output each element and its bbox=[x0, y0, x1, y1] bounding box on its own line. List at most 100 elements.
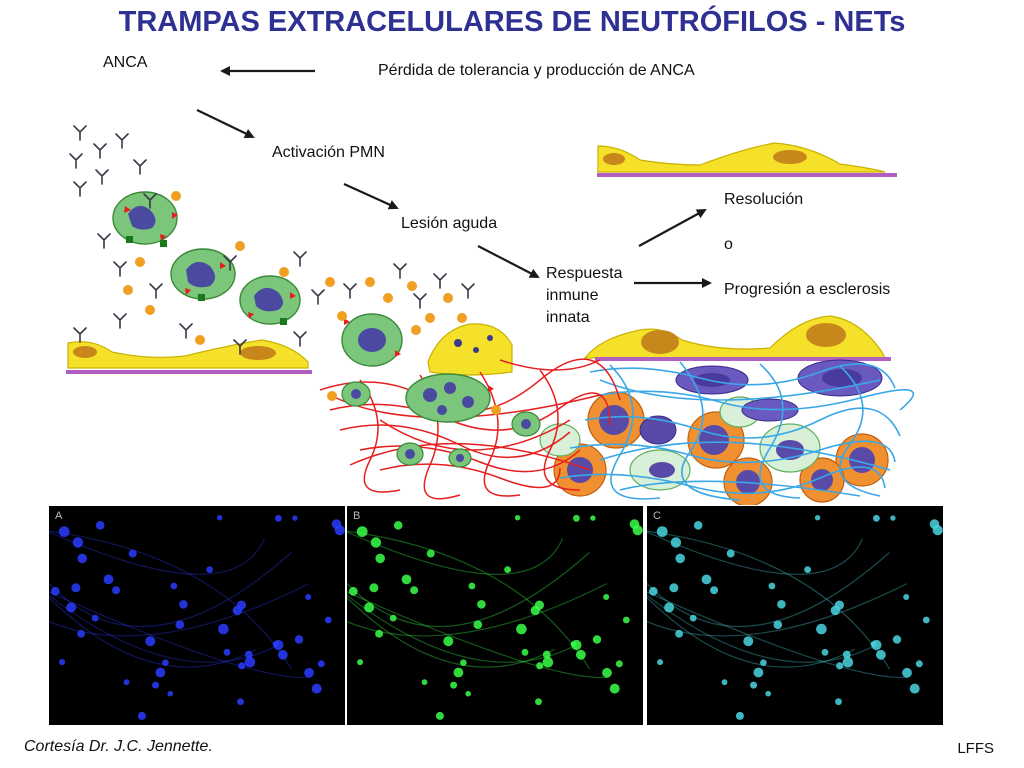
micrograph-nucleus bbox=[179, 600, 188, 609]
micrograph-nucleus bbox=[364, 602, 375, 613]
micrograph-nucleus bbox=[768, 582, 776, 590]
micrograph-nucleus bbox=[870, 641, 877, 647]
micrograph-nucleus bbox=[272, 641, 279, 647]
micrograph-nucleus bbox=[753, 667, 764, 678]
micrograph-nucleus bbox=[514, 515, 521, 521]
micrograph-nucleus bbox=[91, 614, 99, 622]
micrograph-nucleus bbox=[477, 600, 486, 609]
micrograph-nucleus bbox=[535, 698, 542, 706]
micrograph-nucleus bbox=[777, 600, 786, 609]
micrograph-nucleus bbox=[648, 586, 658, 596]
circulating-neutrophils bbox=[112, 191, 494, 392]
label-lesion-aguda: Lesión aguda bbox=[401, 215, 498, 232]
micrograph-nucleus bbox=[693, 521, 703, 530]
arrow-to-activacion bbox=[196, 109, 255, 139]
micrograph-nucleus bbox=[909, 683, 920, 694]
micrograph-fiber bbox=[49, 552, 292, 628]
micrograph-nucleus bbox=[460, 659, 467, 666]
micrograph-fiber bbox=[647, 531, 864, 575]
micrograph-nucleus bbox=[609, 683, 620, 694]
micrograph-fiber bbox=[347, 531, 564, 575]
micrograph-nucleus bbox=[304, 667, 314, 678]
micrograph-nucleus bbox=[77, 629, 85, 638]
micrograph-nucleus bbox=[311, 683, 322, 694]
micrograph-nucleus bbox=[615, 660, 623, 668]
micrograph-nucleus bbox=[175, 620, 185, 629]
micrograph-nucleus bbox=[162, 659, 169, 666]
micrograph-nucleus bbox=[443, 636, 454, 647]
micrograph-nucleus bbox=[237, 698, 244, 706]
micrograph-nucleus bbox=[216, 515, 223, 521]
micrograph-nucleus bbox=[275, 514, 282, 522]
micrograph-nucleus bbox=[167, 690, 173, 697]
micrograph-nucleus bbox=[876, 649, 886, 660]
micrograph-nucleus bbox=[137, 711, 146, 720]
micrograph-nucleus bbox=[873, 514, 880, 522]
micrograph-nucleus bbox=[542, 650, 551, 659]
micrograph-nucleus bbox=[50, 586, 60, 596]
micrograph-nucleus bbox=[465, 690, 471, 697]
micrograph-nucleus bbox=[123, 679, 130, 686]
micrograph-nucleus bbox=[760, 659, 767, 666]
micrograph-fiber bbox=[49, 530, 293, 670]
damaged-endothelial-cell bbox=[427, 323, 513, 376]
micrograph-nucleus bbox=[602, 667, 612, 678]
micrograph-nucleus bbox=[664, 602, 675, 613]
micrograph-nucleus bbox=[656, 526, 668, 537]
micrograph-a-image bbox=[49, 514, 345, 720]
micrograph-nucleus bbox=[236, 600, 246, 610]
micrograph-nucleus bbox=[721, 679, 728, 686]
micrograph-fiber bbox=[49, 583, 310, 637]
panel-letter-a: A bbox=[55, 510, 63, 522]
micrograph-nucleus bbox=[473, 620, 483, 629]
micrograph-fiber bbox=[647, 530, 891, 670]
micrograph-nucleus bbox=[743, 636, 754, 647]
arrow-to-resolucion bbox=[638, 209, 707, 247]
endothelium-right bbox=[583, 315, 891, 361]
micrograph-nucleus bbox=[835, 698, 842, 706]
micrograph-nucleus bbox=[103, 574, 114, 585]
micrograph-nucleus bbox=[401, 574, 412, 585]
micrograph-nucleus bbox=[504, 566, 511, 573]
micrograph-nucleus bbox=[836, 662, 844, 670]
panel-letter-c: C bbox=[653, 510, 661, 522]
micrograph-nucleus bbox=[773, 620, 783, 629]
label-respuesta-2: inmune bbox=[546, 287, 599, 304]
micrograph-nucleus bbox=[834, 600, 844, 610]
micrograph-nucleus bbox=[155, 667, 166, 678]
micrograph-nucleus bbox=[726, 549, 735, 558]
flow-arrows bbox=[196, 66, 712, 288]
micrograph-nucleus bbox=[357, 659, 364, 666]
endothelium-left bbox=[66, 339, 312, 374]
label-resolucion: Resolución bbox=[724, 191, 804, 208]
micrograph-nucleus bbox=[278, 649, 288, 660]
micrograph-nucleus bbox=[59, 659, 66, 666]
micrograph-nucleus bbox=[922, 616, 930, 624]
micrograph-nucleus bbox=[603, 594, 610, 600]
micrograph-nucleus bbox=[765, 690, 771, 697]
micrograph-fiber bbox=[647, 552, 890, 628]
micrograph-nucleus bbox=[128, 549, 137, 558]
micrograph-panel-a: A bbox=[49, 506, 345, 725]
micrograph-nucleus bbox=[842, 650, 851, 659]
micrograph-nucleus bbox=[534, 600, 544, 610]
micrograph-nucleus bbox=[821, 648, 829, 656]
micrograph-nucleus bbox=[735, 711, 744, 720]
micrograph-nucleus bbox=[370, 537, 382, 548]
micrograph-nucleus bbox=[393, 521, 403, 530]
micrograph-nucleus bbox=[750, 681, 758, 689]
micrograph-nucleus bbox=[389, 614, 397, 622]
micrograph-fiber bbox=[347, 591, 608, 679]
micrograph-nucleus bbox=[317, 660, 325, 668]
nets-pathogenesis-diagram bbox=[66, 66, 915, 505]
micrograph-nucleus bbox=[66, 602, 77, 613]
micrograph-nucleus bbox=[453, 667, 464, 678]
micrograph-nucleus bbox=[238, 662, 246, 670]
label-o: o bbox=[724, 236, 733, 253]
label-progresion: Progresión a esclerosis bbox=[724, 281, 891, 298]
micrograph-nucleus bbox=[58, 526, 70, 537]
micrograph-nucleus bbox=[570, 641, 577, 647]
micrograph-nucleus bbox=[521, 648, 529, 656]
micrograph-nucleus bbox=[536, 662, 544, 670]
label-activacion-pmn: Activación PMN bbox=[272, 144, 385, 161]
